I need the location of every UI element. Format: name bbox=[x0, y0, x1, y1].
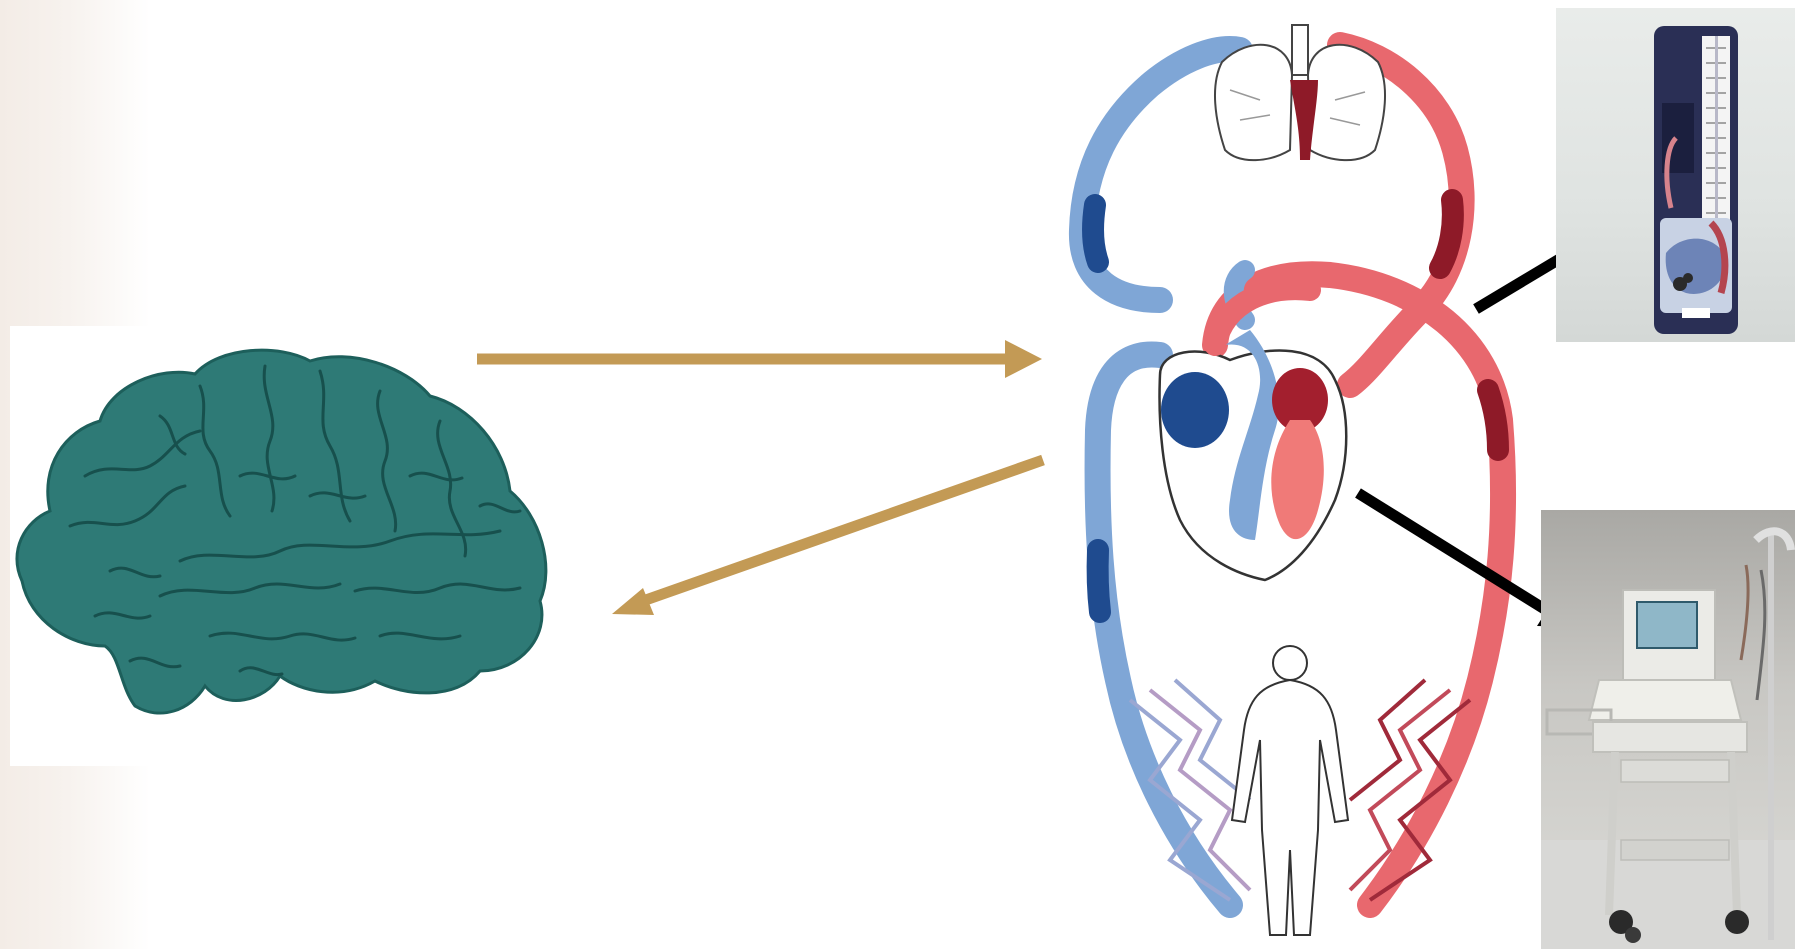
heart-icon bbox=[1160, 270, 1347, 580]
arrow-brain-to-heart bbox=[477, 340, 1042, 378]
ecg-machine-panel bbox=[1541, 510, 1795, 949]
blood-pressure-monitor-panel bbox=[1556, 8, 1795, 342]
arrow-heart-to-brain bbox=[612, 460, 1043, 615]
sphygmomanometer-icon bbox=[1556, 8, 1795, 342]
ecg-cart-icon bbox=[1541, 510, 1795, 949]
human-figure-icon bbox=[1232, 646, 1348, 935]
